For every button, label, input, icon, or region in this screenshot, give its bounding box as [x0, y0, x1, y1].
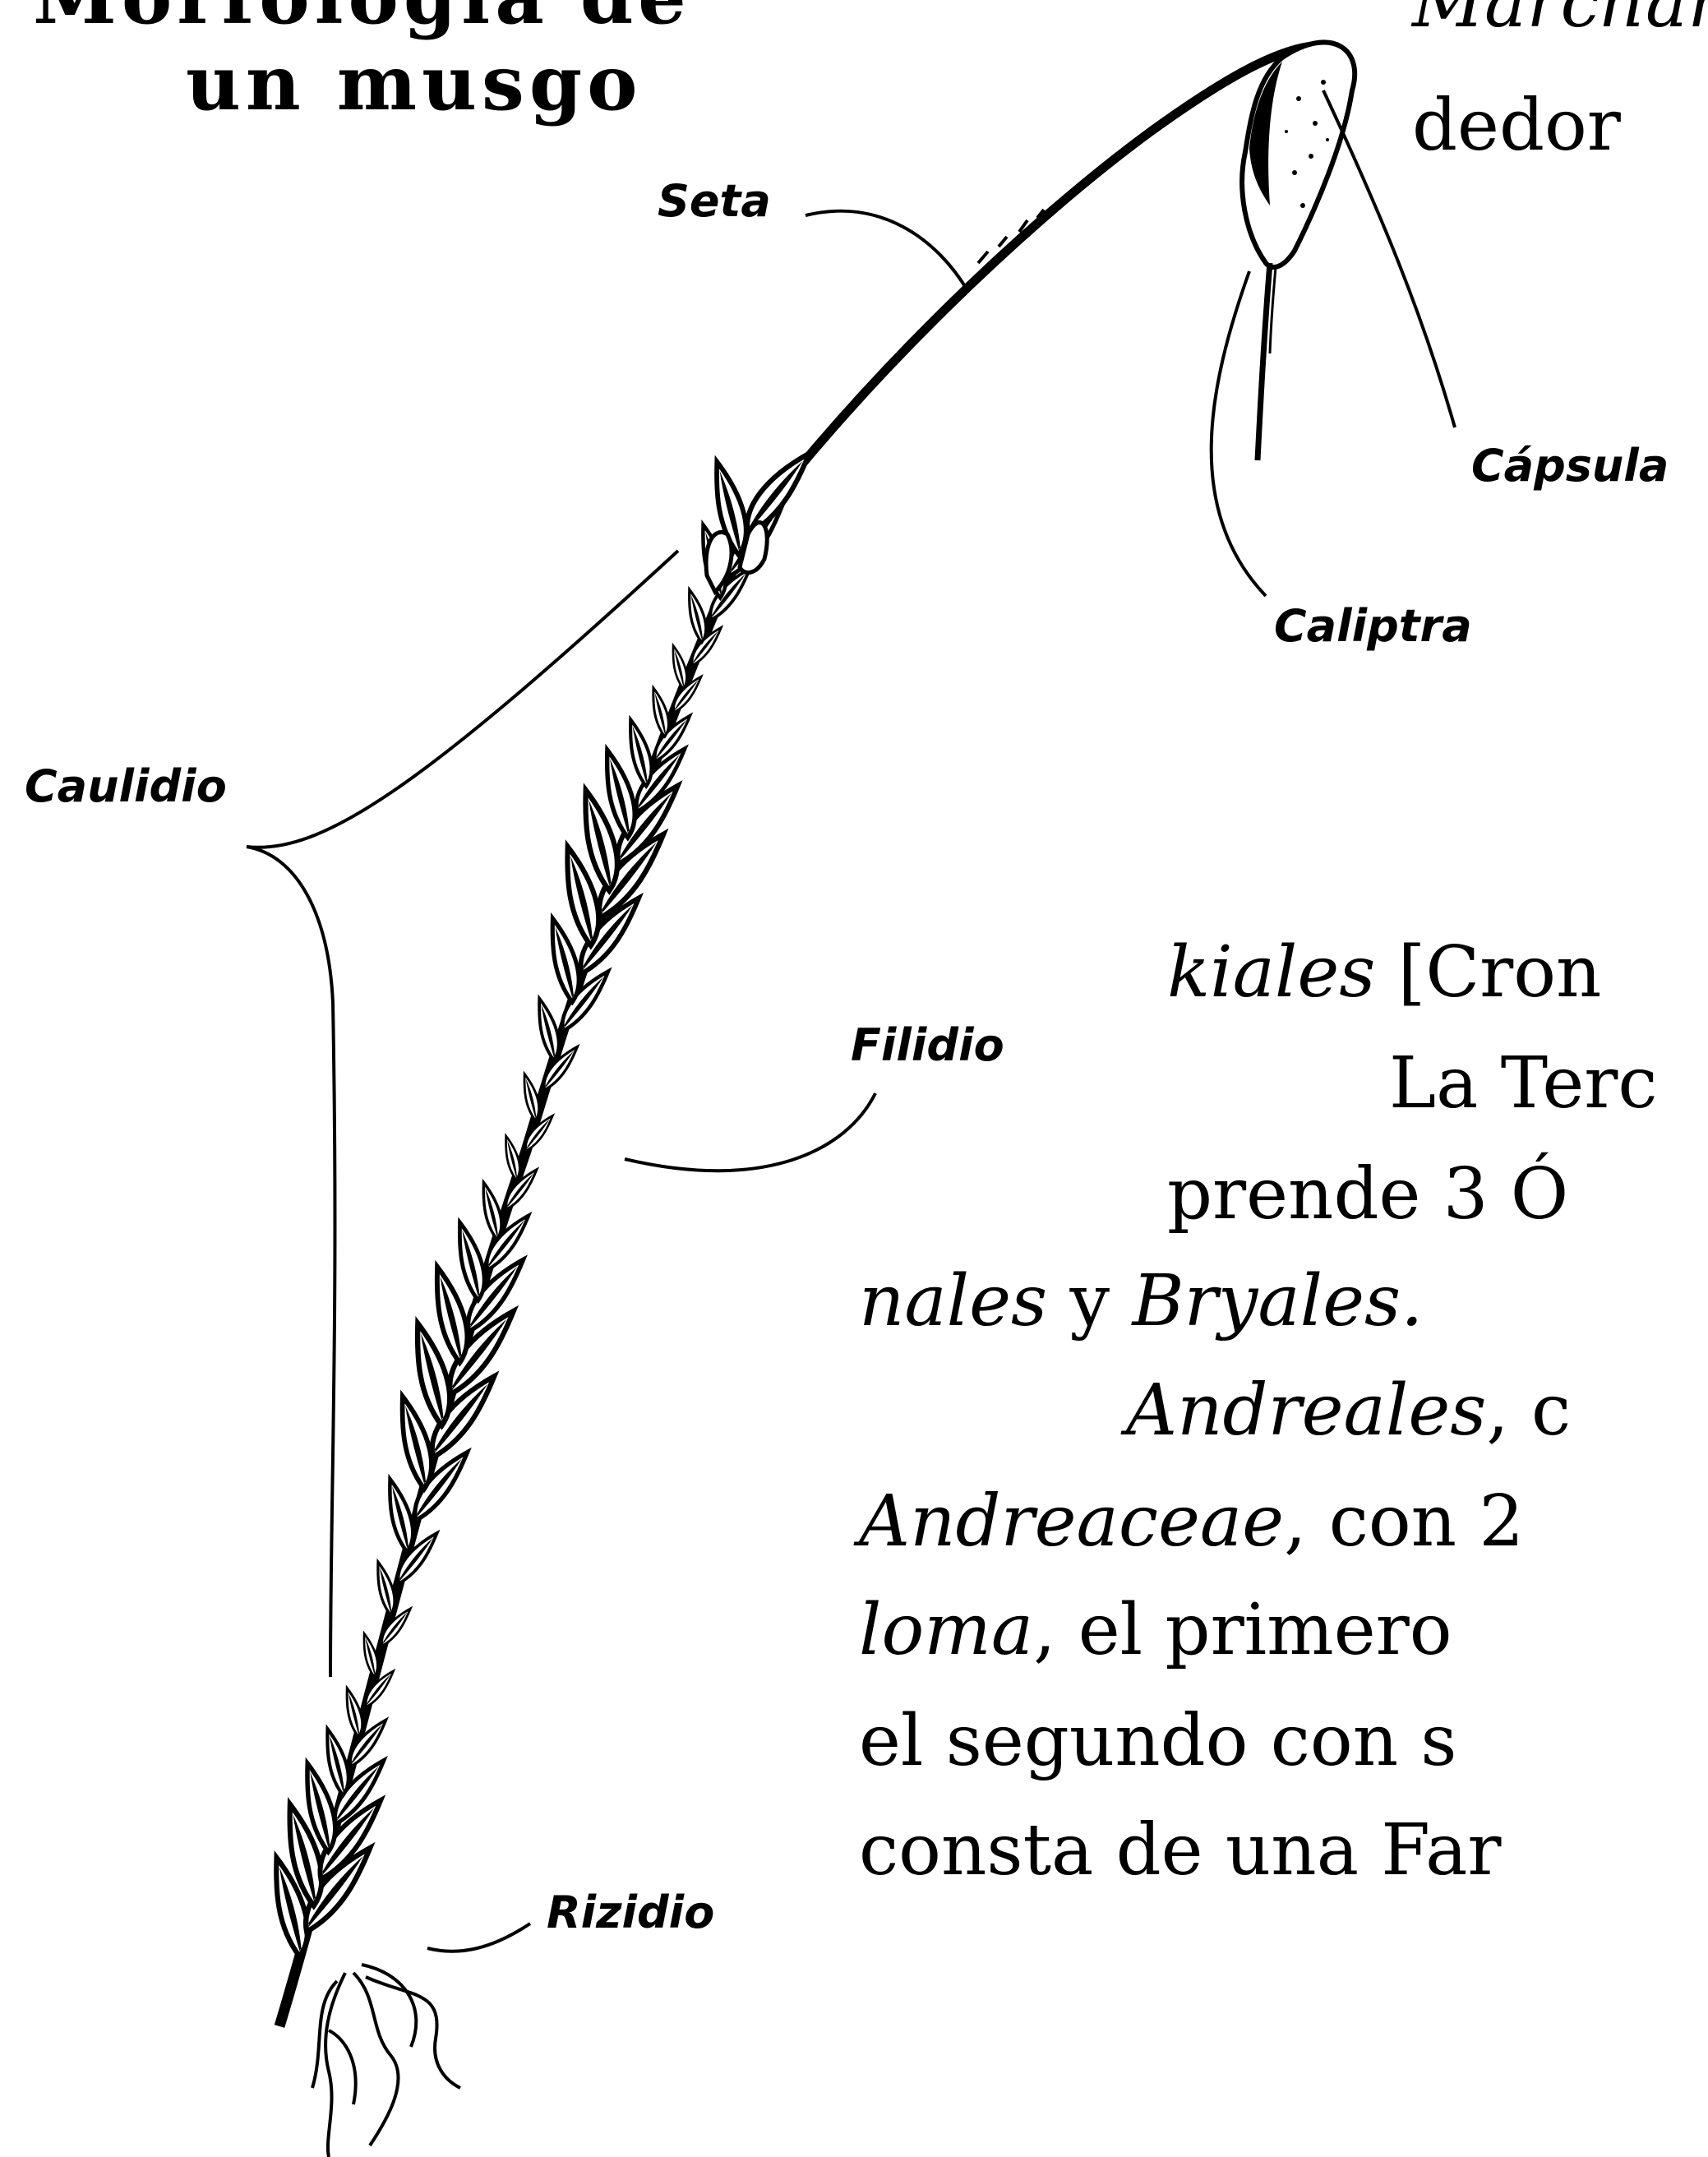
text-line-3: prende 3 Ó	[1167, 1159, 1568, 1230]
text-line-4-italic-b: Bryales.	[1132, 1260, 1423, 1342]
text-line-5: Andreales, c	[1126, 1375, 1571, 1446]
text-line-1: kiales [Cron	[1167, 937, 1601, 1008]
label-seta: Seta	[658, 179, 771, 224]
label-caulidio: Caulidio	[25, 764, 227, 809]
text-line-5-rest: , c	[1486, 1369, 1571, 1452]
text-line-7: loma, el primero	[859, 1595, 1452, 1665]
text-line-4-italic-a: nales	[859, 1260, 1047, 1342]
label-capsula: Cápsula	[1471, 444, 1669, 488]
label-filidio: Filidio	[851, 1023, 1004, 1068]
text-line-1-italic: kiales	[1167, 931, 1375, 1014]
text-line-4-mid: y	[1047, 1260, 1132, 1342]
text-line-4: nales y Bryales.	[859, 1266, 1424, 1337]
text-line-8: el segundo con s	[859, 1706, 1457, 1776]
text-line-1-rest: [Cron	[1375, 931, 1601, 1014]
text-line-6-rest: , con 2	[1284, 1480, 1524, 1563]
label-rizidio: Rizidio	[547, 1891, 714, 1935]
text-line-6-italic: Andreaceae	[859, 1480, 1284, 1563]
text-line-6: Andreaceae, con 2	[859, 1486, 1524, 1557]
text-line-2: La Terc	[1389, 1048, 1658, 1119]
text-line-9: consta de una Far	[859, 1815, 1502, 1886]
text-line-7-rest: , el primero	[1033, 1589, 1452, 1671]
text-line-5-italic: Andreales	[1126, 1369, 1486, 1452]
text-line-7-italic: loma	[859, 1589, 1033, 1671]
label-caliptra: Caliptra	[1274, 604, 1472, 649]
